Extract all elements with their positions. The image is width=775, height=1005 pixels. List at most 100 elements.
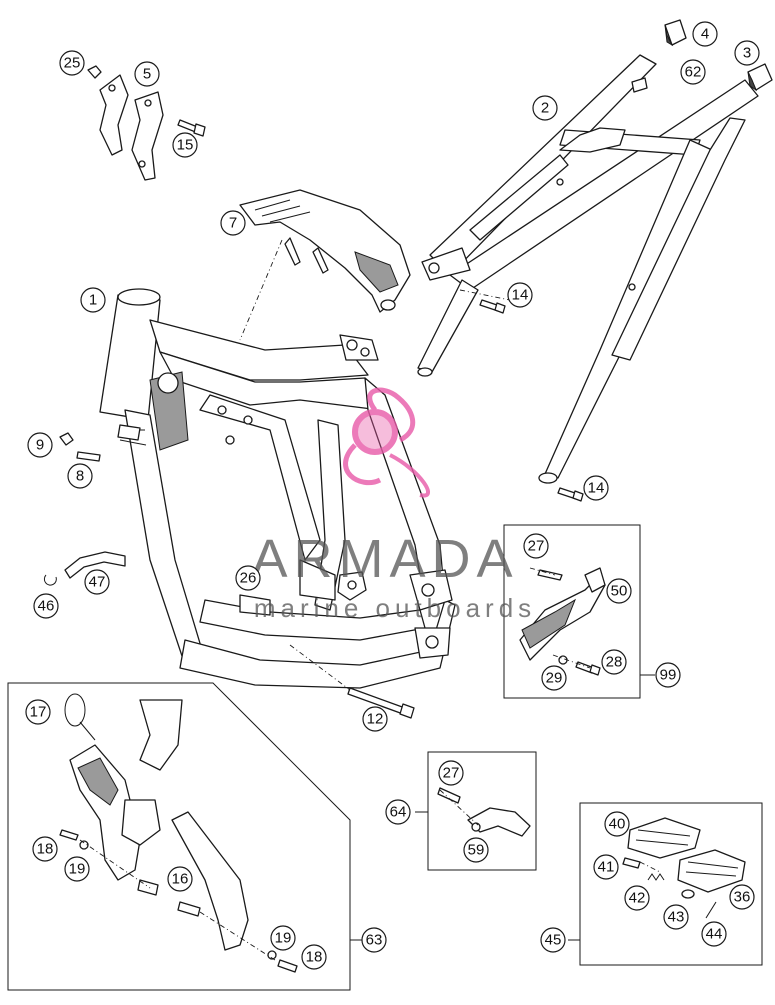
svg-text:16: 16 (172, 871, 189, 888)
svg-text:50: 50 (611, 583, 628, 600)
callout-42: 42 (624, 885, 650, 911)
callout-18-right: 18 (301, 944, 327, 970)
callout-25: 25 (59, 50, 85, 76)
svg-text:19: 19 (275, 930, 292, 947)
callout-27-chain-slider: 27 (438, 760, 464, 786)
bolt-14-upper-drawing (479, 299, 506, 314)
group-box-64 (427, 751, 537, 871)
callout-27-chain-guide: 27 (523, 533, 549, 559)
callout-26: 26 (235, 565, 261, 591)
screw-62-drawing (631, 77, 648, 93)
svg-text:64: 64 (390, 804, 407, 821)
footpeg-drawing (622, 817, 746, 919)
callout-4: 4 (692, 21, 718, 47)
callout-28: 28 (601, 649, 627, 675)
callout-14-upper: 14 (507, 282, 533, 308)
callout-63: 63 (361, 927, 387, 953)
nut-25-drawing (87, 65, 102, 79)
svg-text:63: 63 (366, 932, 383, 949)
callout-44: 44 (701, 921, 727, 947)
callout-1: 1 (80, 287, 106, 313)
svg-text:14: 14 (512, 287, 529, 304)
svg-text:27: 27 (528, 538, 545, 555)
watermark-brand: ARMADA (251, 529, 518, 589)
callout-29: 29 (541, 665, 567, 691)
callout-47: 47 (84, 569, 110, 595)
bolt-8-drawing (76, 451, 101, 462)
bolt-15-drawing (177, 119, 206, 137)
callout-7: 7 (220, 210, 246, 236)
callout-50: 50 (606, 578, 632, 604)
svg-text:46: 46 (38, 598, 55, 615)
rear-subframe-drawing (417, 54, 759, 484)
group-box-99 (503, 524, 641, 699)
svg-text:47: 47 (89, 574, 106, 591)
clip-46-drawing (43, 574, 57, 586)
svg-text:15: 15 (177, 137, 194, 154)
svg-text:28: 28 (606, 654, 623, 671)
svg-text:18: 18 (306, 949, 323, 966)
svg-text:41: 41 (598, 859, 615, 876)
callout-19-left: 19 (64, 856, 90, 882)
callout-19-right: 19 (270, 925, 296, 951)
svg-text:45: 45 (545, 932, 562, 949)
end-cap-3-drawing (747, 63, 773, 92)
svg-text:40: 40 (609, 816, 626, 833)
callout-17: 17 (25, 699, 51, 725)
svg-text:8: 8 (76, 468, 84, 485)
callout-8: 8 (67, 463, 93, 489)
callout-40: 40 (604, 811, 630, 837)
svg-text:29: 29 (546, 670, 563, 687)
guard-plates-drawing (99, 74, 164, 181)
callout-36: 36 (729, 884, 755, 910)
svg-text:36: 36 (734, 889, 751, 906)
group-frames (7, 524, 763, 991)
callout-62: 62 (680, 59, 706, 85)
svg-text:27: 27 (443, 765, 460, 782)
svg-text:9: 9 (36, 437, 44, 454)
svg-text:42: 42 (629, 890, 646, 907)
svg-text:25: 25 (64, 55, 81, 72)
svg-text:17: 17 (30, 704, 47, 721)
nut-9-drawing (59, 432, 74, 446)
callout-45: 45 (540, 927, 566, 953)
end-cap-4-drawing (664, 19, 687, 47)
hose-47-drawing (64, 551, 126, 579)
svg-text:18: 18 (37, 841, 54, 858)
watermark-tagline: marine outboards (254, 593, 536, 623)
watermark-logo (343, 387, 430, 498)
callout-12: 12 (362, 706, 388, 732)
svg-text:19: 19 (69, 861, 86, 878)
svg-text:14: 14 (588, 480, 605, 497)
svg-text:5: 5 (143, 66, 151, 83)
callout-16: 16 (167, 866, 193, 892)
callout-18-left: 18 (32, 836, 58, 862)
bolt-12-drawing (347, 687, 415, 719)
callout-9: 9 (27, 432, 53, 458)
svg-text:26: 26 (240, 570, 257, 587)
svg-text:59: 59 (468, 842, 485, 859)
leader-lines (79, 239, 661, 961)
svg-text:2: 2 (541, 100, 549, 117)
callout-59: 59 (463, 837, 489, 863)
svg-text:7: 7 (229, 215, 237, 232)
chain-slider-drawing (437, 787, 531, 837)
callout-46: 46 (33, 593, 59, 619)
callout-2: 2 (532, 95, 558, 121)
callout-43: 43 (663, 904, 689, 930)
chain-guide-drawing (519, 567, 606, 676)
svg-text:44: 44 (706, 926, 723, 943)
bracket-26-drawing (337, 571, 367, 601)
group-box-45 (579, 802, 763, 966)
svg-text:1: 1 (89, 292, 97, 309)
svg-text:43: 43 (668, 909, 685, 926)
svg-text:12: 12 (367, 711, 384, 728)
svg-text:62: 62 (685, 64, 702, 81)
callout-99: 99 (655, 662, 681, 688)
svg-text:99: 99 (660, 667, 677, 684)
callout-5: 5 (134, 61, 160, 87)
frame-protector-drawing (59, 693, 298, 973)
callout-41: 41 (593, 854, 619, 880)
callout-3: 3 (734, 40, 760, 66)
